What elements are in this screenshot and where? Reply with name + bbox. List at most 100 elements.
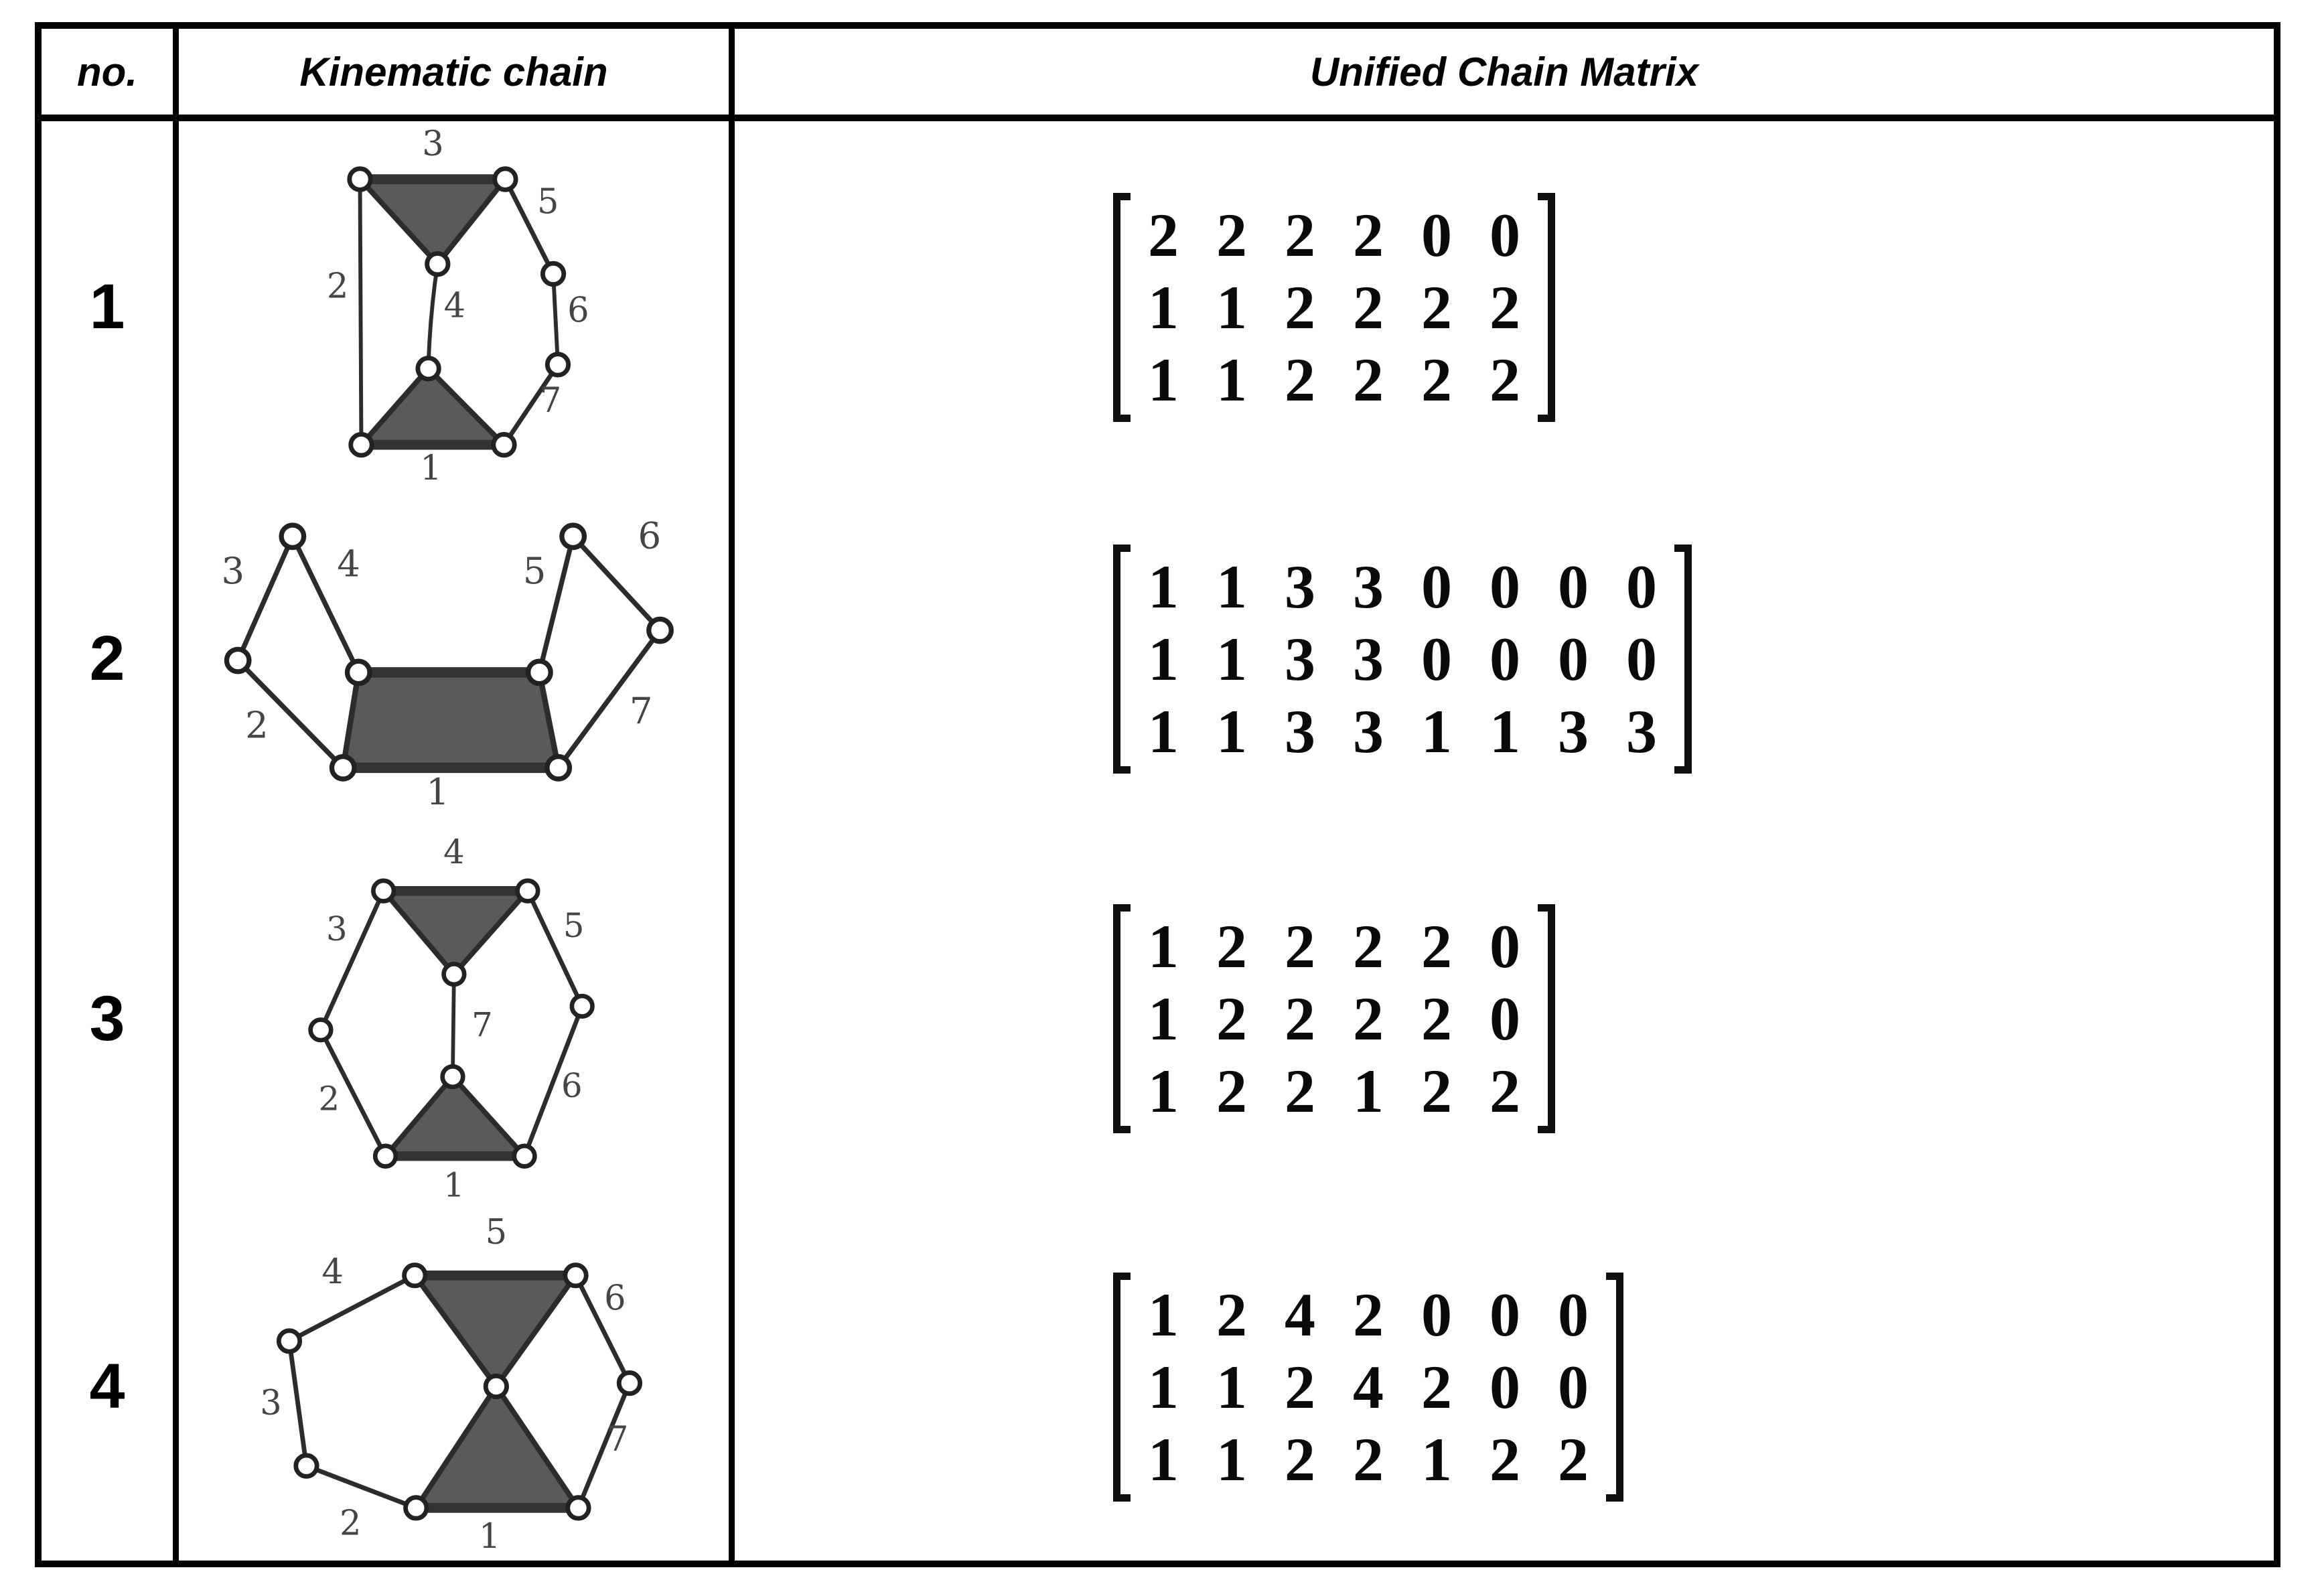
matrix-cell: 2 — [1490, 345, 1520, 414]
joint-node — [544, 753, 573, 782]
header-no: no. — [42, 29, 179, 121]
matrix-cell: 1 — [1148, 912, 1179, 981]
row-number-text: 3 — [89, 983, 125, 1054]
joint-node — [348, 432, 374, 458]
matrix-cell: 1 — [1216, 273, 1247, 342]
link-6-edge — [573, 1273, 632, 1386]
joint-node — [440, 1064, 465, 1090]
matrix-cell: 1 — [1216, 1352, 1247, 1421]
matrix-cell: 2 — [1490, 1425, 1520, 1494]
matrix-cell: 1 — [1148, 1425, 1179, 1494]
joint-node — [371, 878, 396, 904]
link-7-edge — [575, 1380, 632, 1510]
matrix-cell: 2 — [1285, 1352, 1315, 1421]
row-4-chain-diagram: 5 4 6 3 7 2 1 — [179, 1213, 735, 1561]
joint-node — [565, 1495, 591, 1521]
row-1-chain-diagram: 3 2 4 5 6 7 1 — [179, 121, 735, 493]
matrix-cell: 0 — [1421, 200, 1452, 269]
matrix-cell: 0 — [1490, 624, 1520, 693]
matrix-cell: 0 — [1490, 985, 1520, 1053]
header-unified-chain-matrix-label: Unified Chain Matrix — [1309, 49, 1699, 94]
matrix-cell: 3 — [1626, 697, 1657, 766]
matrix-cell: 2 — [1216, 200, 1247, 269]
matrix-cell: 1 — [1148, 985, 1179, 1053]
joint-node — [569, 993, 595, 1019]
joint-node — [293, 1453, 319, 1479]
link-label-3: 3 — [260, 1384, 281, 1423]
matrix-cell: 2 — [1285, 345, 1315, 414]
link-label-7: 7 — [540, 381, 561, 421]
row-3-chain-diagram: 4 3 5 7 2 6 1 — [179, 824, 735, 1213]
matrix-cell: 2 — [1421, 273, 1452, 342]
link-2-edge — [303, 1463, 419, 1510]
joint-node — [276, 1328, 302, 1354]
link-label-6: 6 — [561, 1066, 583, 1105]
matrix-cell: 0 — [1490, 1280, 1520, 1349]
link-label-5: 5 — [486, 1218, 507, 1252]
matrix-right-bracket — [1538, 192, 1555, 422]
link-label-6: 6 — [567, 291, 589, 331]
link-5-edge — [537, 534, 576, 675]
matrix-cell: 2 — [1216, 1280, 1247, 1349]
matrix-cell: 2 — [1285, 912, 1315, 981]
link-label-5: 5 — [563, 906, 585, 945]
matrix-cell: 2 — [1216, 1057, 1247, 1125]
row-2-number: 2 — [42, 493, 179, 824]
matrix-cell: 2 — [1353, 345, 1384, 414]
link-7-edge — [451, 972, 456, 1079]
matrix-cell: 2 — [1421, 1352, 1452, 1421]
link-3-edge — [318, 888, 386, 1033]
link-6-edge — [522, 1004, 585, 1159]
link-6-edge — [551, 271, 560, 367]
ternary-link-1 — [413, 1384, 581, 1511]
link-label-7: 7 — [630, 689, 653, 732]
matrix-cell: 2 — [1285, 273, 1315, 342]
matrix-cell: 2 — [1490, 273, 1520, 342]
kinematic-chain-table: no. Kinematic chain Unified Chain Matrix… — [35, 22, 2280, 1567]
row-number-text: 1 — [89, 271, 125, 342]
matrix-cell: 1 — [1353, 1057, 1384, 1125]
link-4-edge — [287, 1273, 417, 1344]
matrix-cell: 0 — [1626, 552, 1657, 621]
matrix-right-bracket — [1606, 1272, 1623, 1502]
joint-node — [512, 1143, 537, 1169]
matrix-cell: 1 — [1148, 273, 1179, 342]
kinematic-chain-4-graph: 5 4 6 3 7 2 1 — [260, 1218, 642, 1556]
link-label-2: 2 — [319, 1079, 340, 1118]
matrix-cell: 3 — [1285, 552, 1315, 621]
matrix-cell: 2 — [1353, 912, 1384, 981]
link-label-4: 4 — [321, 1252, 343, 1292]
link-label-3: 3 — [422, 128, 443, 164]
matrix-cell: 1 — [1216, 624, 1247, 693]
ternary-link-4 — [380, 888, 530, 977]
link-label-5: 5 — [523, 549, 547, 592]
joint-node — [330, 753, 358, 782]
link-label-6: 6 — [638, 514, 662, 557]
matrix-cell: 2 — [1148, 200, 1179, 269]
link-label-2: 2 — [327, 267, 348, 306]
matrix-cell: 0 — [1558, 552, 1589, 621]
header-kinematic-chain-label: Kinematic chain — [299, 49, 608, 94]
link-label-2: 2 — [245, 703, 269, 746]
matrix-cell: 2 — [1353, 985, 1384, 1053]
matrix-cell: 2 — [1353, 273, 1384, 342]
joint-node — [403, 1495, 429, 1521]
link-3-edge — [235, 534, 295, 663]
matrix-cell: 1 — [1216, 552, 1247, 621]
matrix-cell: 2 — [1285, 1057, 1315, 1125]
link-5-edge — [525, 888, 585, 1009]
joint-node — [559, 522, 587, 551]
link-label-1: 1 — [420, 449, 441, 486]
matrix-cell: 0 — [1490, 552, 1520, 621]
matrix-cell: 2 — [1285, 985, 1315, 1053]
joint-node — [345, 658, 373, 687]
